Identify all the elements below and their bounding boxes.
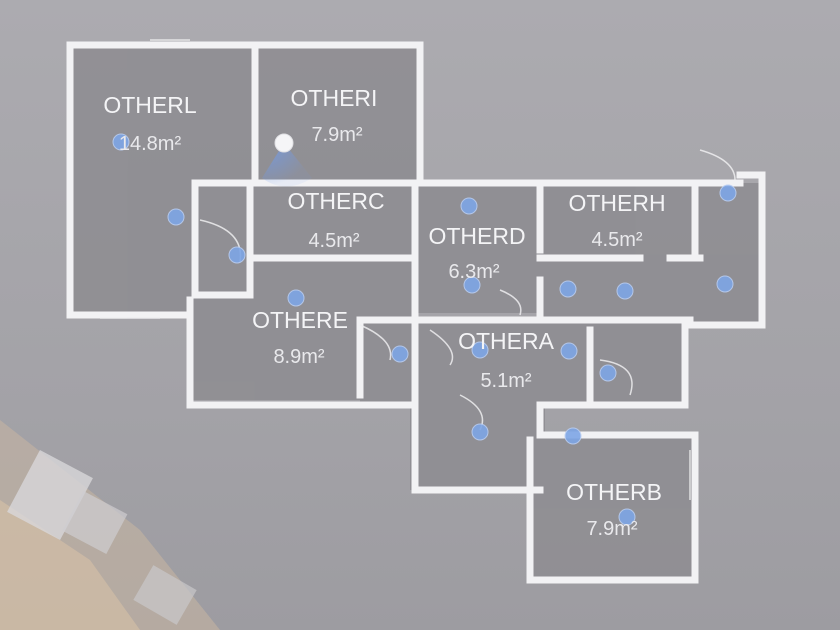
door-swings [100, 39, 736, 500]
ceiling-corner [0, 500, 140, 630]
pano-marker[interactable] [716, 275, 734, 293]
pano-marker[interactable] [167, 208, 185, 226]
room-label-othere[interactable]: OTHERE 8.9m² [252, 307, 348, 368]
room-label-otherc[interactable]: OTHERC 4.5m² [287, 188, 384, 252]
current-position [262, 133, 312, 187]
room-name: OTHERD [428, 223, 525, 249]
room-name: OTHERA [458, 328, 555, 354]
room-name: OTHERC [287, 188, 384, 214]
pano-markers[interactable] [112, 133, 737, 526]
room-area: 4.5m² [591, 229, 642, 251]
pano-marker[interactable] [560, 342, 578, 360]
ceiling-outlet [133, 565, 197, 625]
room-area: 5.1m² [480, 370, 531, 392]
room-name: OTHERL [103, 92, 197, 118]
room-name: OTHERI [291, 85, 378, 111]
room-area: 7.9m² [586, 518, 637, 540]
room-area: 14.8m² [119, 133, 182, 155]
wall-outlet-plate [62, 490, 128, 555]
room-name: OTHERB [566, 479, 662, 505]
pano-marker[interactable] [471, 341, 489, 359]
room-label-otherd[interactable]: OTHERD 6.3m² [428, 223, 525, 283]
room-name: OTHERE [252, 307, 348, 333]
pano-marker[interactable] [719, 184, 737, 202]
room-label-otheri[interactable]: OTHERI 7.9m² [291, 85, 378, 146]
pano-marker[interactable] [599, 364, 617, 382]
room-area: 8.9m² [273, 346, 324, 368]
pano-marker[interactable] [616, 282, 634, 300]
pano-marker[interactable] [618, 508, 636, 526]
pano-marker[interactable] [287, 289, 305, 307]
pano-marker[interactable] [460, 197, 478, 215]
view-cone [262, 143, 312, 187]
room-label-otherb[interactable]: OTHERB 7.9m² [566, 479, 662, 540]
pano-marker[interactable] [564, 427, 582, 445]
room-label-othera[interactable]: OTHERA 5.1m² [458, 328, 555, 392]
current-position-dot [274, 133, 294, 153]
room-name: OTHERH [568, 190, 665, 216]
pano-marker[interactable] [391, 345, 409, 363]
room-label-otherl[interactable]: OTHERL 14.8m² [103, 92, 197, 155]
room-area: 7.9m² [311, 124, 362, 146]
background-camera-scene [0, 420, 220, 630]
room-area: 6.3m² [448, 261, 499, 283]
pano-marker[interactable] [559, 280, 577, 298]
room-label-otherh[interactable]: OTHERH 4.5m² [568, 190, 665, 251]
room-area: 4.5m² [308, 230, 359, 252]
pano-marker[interactable] [112, 133, 130, 151]
pano-marker[interactable] [228, 246, 246, 264]
pano-marker[interactable] [471, 423, 489, 441]
pano-marker[interactable] [463, 276, 481, 294]
